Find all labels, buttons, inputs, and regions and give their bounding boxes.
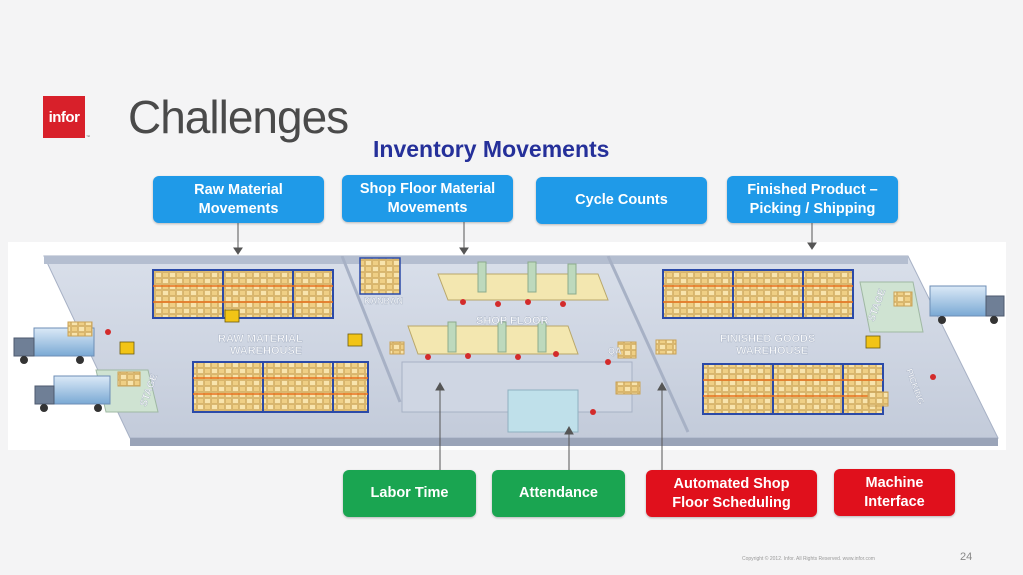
floor-label-kanban: KANBAN bbox=[364, 296, 403, 306]
machine-interface-box: Machine Interface bbox=[834, 469, 955, 516]
copyright-footer: Copyright © 2012. Infor. All Rights Rese… bbox=[742, 556, 875, 562]
floor-label-raw-material-warehouse: WAREHOUSE bbox=[230, 345, 302, 357]
raw-material-movements-box: Raw Material Movements bbox=[153, 176, 324, 223]
page-title: Challenges bbox=[128, 91, 349, 143]
floor-label-finished-goods-warehouse: WAREHOUSE bbox=[736, 345, 808, 357]
warehouse-floor-illustration: KANBAN SHOP FLOOR RAW MATERIAL WAREHOUSE… bbox=[8, 242, 1006, 450]
page-number: 24 bbox=[960, 551, 973, 563]
page-subtitle: Inventory Movements bbox=[373, 136, 610, 162]
finished-product-picking-shipping-box: Finished Product – Picking / Shipping bbox=[727, 176, 898, 223]
automated-shop-floor-scheduling-box: Automated Shop Floor Scheduling bbox=[646, 470, 817, 517]
floor-label-qa: QA bbox=[608, 346, 622, 356]
infor-logo: infor bbox=[43, 96, 85, 138]
logo-trademark: ™ bbox=[86, 134, 90, 139]
shop-floor-material-movements-box: Shop Floor Material Movements bbox=[342, 175, 513, 222]
floor-label-raw-material: RAW MATERIAL bbox=[218, 333, 303, 345]
cycle-counts-box: Cycle Counts bbox=[536, 177, 707, 224]
floor-label-finished-goods: FINISHED GOODS bbox=[720, 333, 815, 345]
attendance-box: Attendance bbox=[492, 470, 625, 517]
labor-time-box: Labor Time bbox=[343, 470, 476, 517]
floor-label-shop-floor: SHOP FLOOR bbox=[476, 315, 549, 327]
